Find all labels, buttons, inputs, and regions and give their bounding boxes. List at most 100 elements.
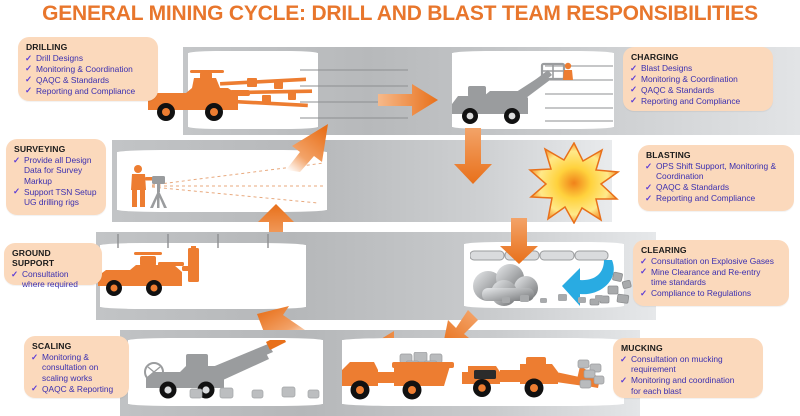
check-icon: ✓	[13, 154, 21, 165]
callout-ground-support[interactable]: GROUND SUPPORT ✓Consultation where requi…	[4, 243, 102, 289]
callout-blasting[interactable]: BLASTING ✓OPS Shift Support, Monitoring …	[638, 145, 794, 211]
check-icon: ✓	[25, 74, 33, 85]
callout-clearing-heading: CLEARING	[641, 245, 687, 255]
check-icon: ✓	[645, 160, 653, 171]
callout-charging-list: ✓Blast Designs ✓Monitoring & Coordinatio…	[630, 63, 765, 106]
charging-truck-illustration	[452, 62, 573, 124]
arrow-surveying-to-drilling	[282, 112, 334, 172]
arrow-drilling-to-charging	[378, 82, 440, 118]
list-item: ✓Reporting and Compliance	[25, 85, 150, 96]
list-item: ✓Mine Clearance and Re-entry time standa…	[640, 266, 781, 288]
list-item-label: Reporting and Compliance	[36, 85, 136, 96]
check-icon: ✓	[645, 181, 653, 192]
roof-bolt-marks	[117, 234, 269, 248]
callout-surveying-heading: SURVEYING	[14, 144, 66, 154]
list-item-label: Mine Clearance and Re-entry time standar…	[651, 266, 761, 288]
callout-charging-heading: CHARGING	[631, 52, 679, 62]
callout-drilling-heading: DRILLING	[26, 42, 68, 52]
list-item: ✓Monitoring & consultation on scaling wo…	[31, 352, 121, 383]
callout-scaling-list: ✓Monitoring & consultation on scaling wo…	[31, 352, 121, 394]
check-icon: ✓	[25, 85, 33, 96]
check-icon: ✓	[640, 266, 648, 277]
check-icon: ✓	[630, 73, 638, 84]
callout-charging[interactable]: CHARGING ✓Blast Designs ✓Monitoring & Co…	[623, 47, 773, 111]
check-icon: ✓	[645, 192, 653, 203]
arrow-charging-to-blasting	[452, 128, 494, 186]
list-item-label: Monitoring & Coordination	[641, 73, 738, 84]
list-item-label: QAQC & Standards	[36, 74, 110, 85]
list-item: ✓Compliance to Regulations	[640, 287, 781, 299]
list-item: ✓Reporting and Compliance	[630, 95, 765, 106]
callout-drilling[interactable]: DRILLING ✓Drill Designs ✓Monitoring & Co…	[18, 37, 158, 101]
callout-clearing[interactable]: CLEARING ✓Consultation on Explosive Gase…	[633, 240, 789, 306]
list-item: ✓Blast Designs	[630, 63, 765, 74]
list-item: ✓QAQC & Standards	[25, 74, 150, 85]
list-item-label: Compliance to Regulations	[651, 288, 752, 299]
callout-blasting-heading: BLASTING	[646, 150, 691, 160]
list-item: ✓QAQC & Standards	[645, 181, 786, 193]
list-item-label: Monitoring and coordination for each bla…	[631, 375, 735, 396]
check-icon: ✓	[31, 351, 39, 362]
list-item-label: Support TSN Setup UG drilling rigs	[24, 186, 97, 208]
callout-clearing-list: ✓Consultation on Explosive Gases ✓Mine C…	[640, 256, 781, 299]
callout-scaling[interactable]: SCALING ✓Monitoring & consultation on sc…	[24, 336, 129, 398]
list-item: ✓OPS Shift Support, Monitoring & Coordin…	[645, 161, 786, 182]
check-icon: ✓	[11, 268, 19, 279]
list-item-label: Monitoring & consultation on scaling wor…	[42, 352, 99, 383]
list-item: ✓QAQC & Standards	[630, 84, 765, 95]
lhd-loader-illustration	[462, 357, 605, 398]
check-icon: ✓	[31, 383, 39, 394]
list-item: ✓Support TSN Setup UG drilling rigs	[13, 186, 98, 208]
list-item-label: OPS Shift Support, Monitoring & Coordina…	[656, 161, 777, 182]
scaling-machine-illustration	[144, 340, 286, 399]
list-item-label: QAQC & Standards	[656, 182, 730, 193]
check-icon: ✓	[25, 52, 33, 63]
rubble-floor-scaling	[189, 386, 320, 399]
list-item-label: Consultation on Explosive Gases	[651, 256, 774, 266]
check-icon: ✓	[13, 186, 21, 197]
callout-surveying[interactable]: SURVEYING ✓Provide all Design Data for S…	[6, 139, 106, 215]
haul-truck-illustration	[342, 352, 454, 400]
smoke-cloud-illustration	[473, 264, 538, 306]
airflow-arrow-icon	[562, 260, 614, 306]
list-item-label: Provide all Design Data for Survey Marku…	[24, 155, 92, 186]
rubble-pile-clearing	[589, 271, 632, 306]
check-icon: ✓	[640, 255, 648, 266]
list-item: ✓Monitoring & Coordination	[630, 73, 765, 84]
callout-mucking[interactable]: MUCKING ✓Consultation on mucking require…	[613, 338, 763, 398]
list-item: ✓Drill Designs	[25, 52, 150, 64]
check-icon: ✓	[25, 63, 33, 74]
list-item: ✓Provide all Design Data for Survey Mark…	[13, 155, 98, 186]
surveyor-illustration	[131, 165, 167, 208]
callout-scaling-heading: SCALING	[32, 341, 72, 351]
list-item-label: QAQC & Standards	[641, 84, 715, 95]
explosion-starburst-illustration	[528, 141, 621, 225]
list-item: ✓Reporting and Compliance	[645, 192, 786, 204]
list-item: ✓Monitoring and coordination for each bl…	[620, 375, 755, 396]
arrow-blasting-to-clearing	[498, 218, 540, 266]
list-item: ✓Consultation where required	[11, 269, 94, 290]
list-item-label: Consultation on mucking requirement	[631, 354, 723, 375]
list-item: ✓Monitoring & Coordination	[25, 63, 150, 74]
list-item: ✓Consultation on Explosive Gases	[640, 255, 781, 267]
drill-jumbo-rig-illustration	[148, 70, 313, 121]
callout-drilling-list: ✓Drill Designs ✓Monitoring & Coordinatio…	[25, 53, 150, 96]
check-icon: ✓	[630, 95, 638, 106]
check-icon: ✓	[630, 84, 638, 95]
check-icon: ✓	[620, 374, 628, 385]
list-item-label: Monitoring & Coordination	[36, 63, 133, 74]
list-item-label: Blast Designs	[641, 63, 693, 73]
check-icon: ✓	[640, 287, 648, 298]
callout-blasting-list: ✓OPS Shift Support, Monitoring & Coordin…	[645, 161, 786, 204]
list-item-label: Drill Designs	[36, 53, 84, 63]
callout-ground-support-list: ✓Consultation where required	[11, 269, 94, 290]
rubble-floor-clearing	[502, 294, 603, 303]
list-item-label: Reporting and Compliance	[641, 95, 741, 106]
callout-mucking-heading: MUCKING	[621, 343, 663, 353]
callout-ground-support-heading: GROUND SUPPORT	[12, 248, 55, 268]
list-item-label: QAQC & Reporting	[42, 383, 114, 394]
check-icon: ✓	[620, 353, 628, 364]
list-item-label: Consultation where required	[22, 269, 78, 290]
list-item: ✓Consultation on mucking requirement	[620, 354, 755, 375]
